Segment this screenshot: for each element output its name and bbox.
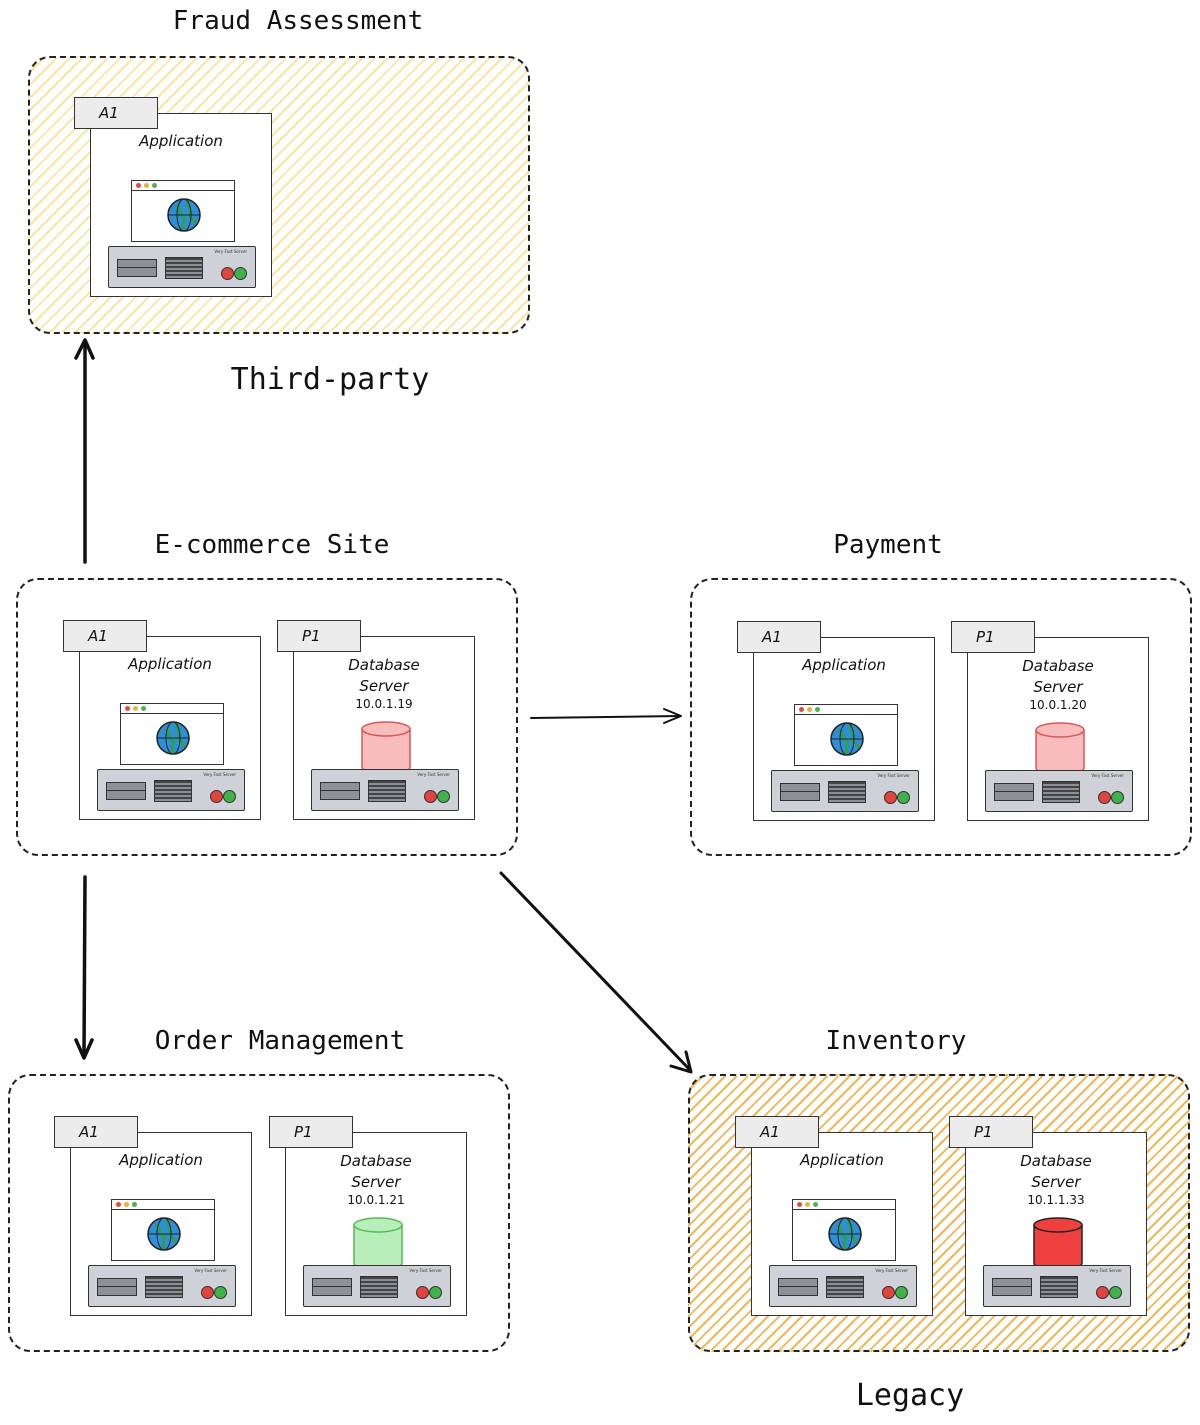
arrow-ecommerce-to-fraud [74, 338, 95, 564]
zone-title-inventory: Inventory [825, 1026, 967, 1056]
browser-window-icon [794, 704, 898, 766]
server-icon: Very Fast Server [311, 769, 459, 811]
server-icon: Very Fast Server [97, 769, 245, 811]
browser-window-icon [131, 180, 235, 242]
server-icon: Very Fast Server [771, 770, 919, 812]
node-label: Application [139, 132, 223, 150]
globe-icon [147, 1217, 181, 1251]
app-node-order[interactable]: A1 Application Very Fast Server [54, 1116, 252, 1316]
globe-icon [167, 198, 201, 232]
zone-title-ecommerce-site: E-commerce Site [154, 530, 390, 560]
zone-payment [690, 578, 1192, 856]
server-icon: Very Fast Server [88, 1265, 236, 1307]
node-label: Application [119, 1151, 203, 1169]
node-tag: A1 [63, 620, 147, 652]
node-tag: A1 [737, 621, 821, 653]
browser-window-icon [120, 703, 224, 765]
zone-title-fraud-assessment: Fraud Assessment [172, 6, 424, 36]
zone-note-legacy: Legacy [855, 1378, 965, 1413]
node-tag: P1 [269, 1116, 353, 1148]
server-icon: Very Fast Server [985, 770, 1133, 812]
server-icon: Very Fast Server [983, 1265, 1131, 1307]
arrow-ecommerce-to-inventory [499, 871, 693, 1074]
server-icon: Very Fast Server [769, 1265, 917, 1307]
node-tag: P1 [951, 621, 1035, 653]
zone-title-payment: Payment [833, 530, 943, 560]
zone-title-order-management: Order Management [154, 1026, 406, 1056]
app-node-fraud[interactable]: A1 Application Very Fast Server [74, 97, 272, 297]
browser-window-icon [792, 1199, 896, 1261]
node-tag: A1 [54, 1116, 138, 1148]
node-tag: A1 [74, 97, 158, 129]
node-tag: P1 [277, 620, 361, 652]
zone-note-third-party: Third-party [230, 362, 430, 397]
db-ip: 10.0.1.19 [355, 697, 413, 711]
app-node-inventory[interactable]: A1 Application Very Fast Server [735, 1116, 933, 1316]
app-node-payment[interactable]: A1 Application Very Fast Server [737, 621, 935, 821]
globe-icon [156, 721, 190, 755]
server-icon: Very Fast Server [303, 1265, 451, 1307]
node-label: Application [802, 656, 886, 674]
node-label: Application [128, 655, 212, 673]
db-ip: 10.0.1.20 [1029, 698, 1087, 712]
app-node-ecommerce[interactable]: A1 Application Very Fast Server [63, 620, 261, 820]
db-ip: 10.0.1.21 [347, 1193, 405, 1207]
arrow-ecommerce-to-payment [530, 708, 682, 724]
node-tag: A1 [735, 1116, 819, 1148]
arrow-ecommerce-to-order [74, 875, 94, 1060]
server-icon: Very Fast Server [108, 246, 256, 288]
node-label: Application [800, 1151, 884, 1169]
database-cylinder-icon [353, 1217, 403, 1271]
zone-ecommerce-site [16, 578, 518, 856]
browser-window-icon [111, 1199, 215, 1261]
database-cylinder-icon [1035, 722, 1085, 776]
globe-icon [828, 1217, 862, 1251]
zone-order-management [8, 1074, 510, 1352]
db-ip: 10.1.1.33 [1027, 1193, 1085, 1207]
globe-icon [830, 722, 864, 756]
node-tag: P1 [949, 1116, 1033, 1148]
